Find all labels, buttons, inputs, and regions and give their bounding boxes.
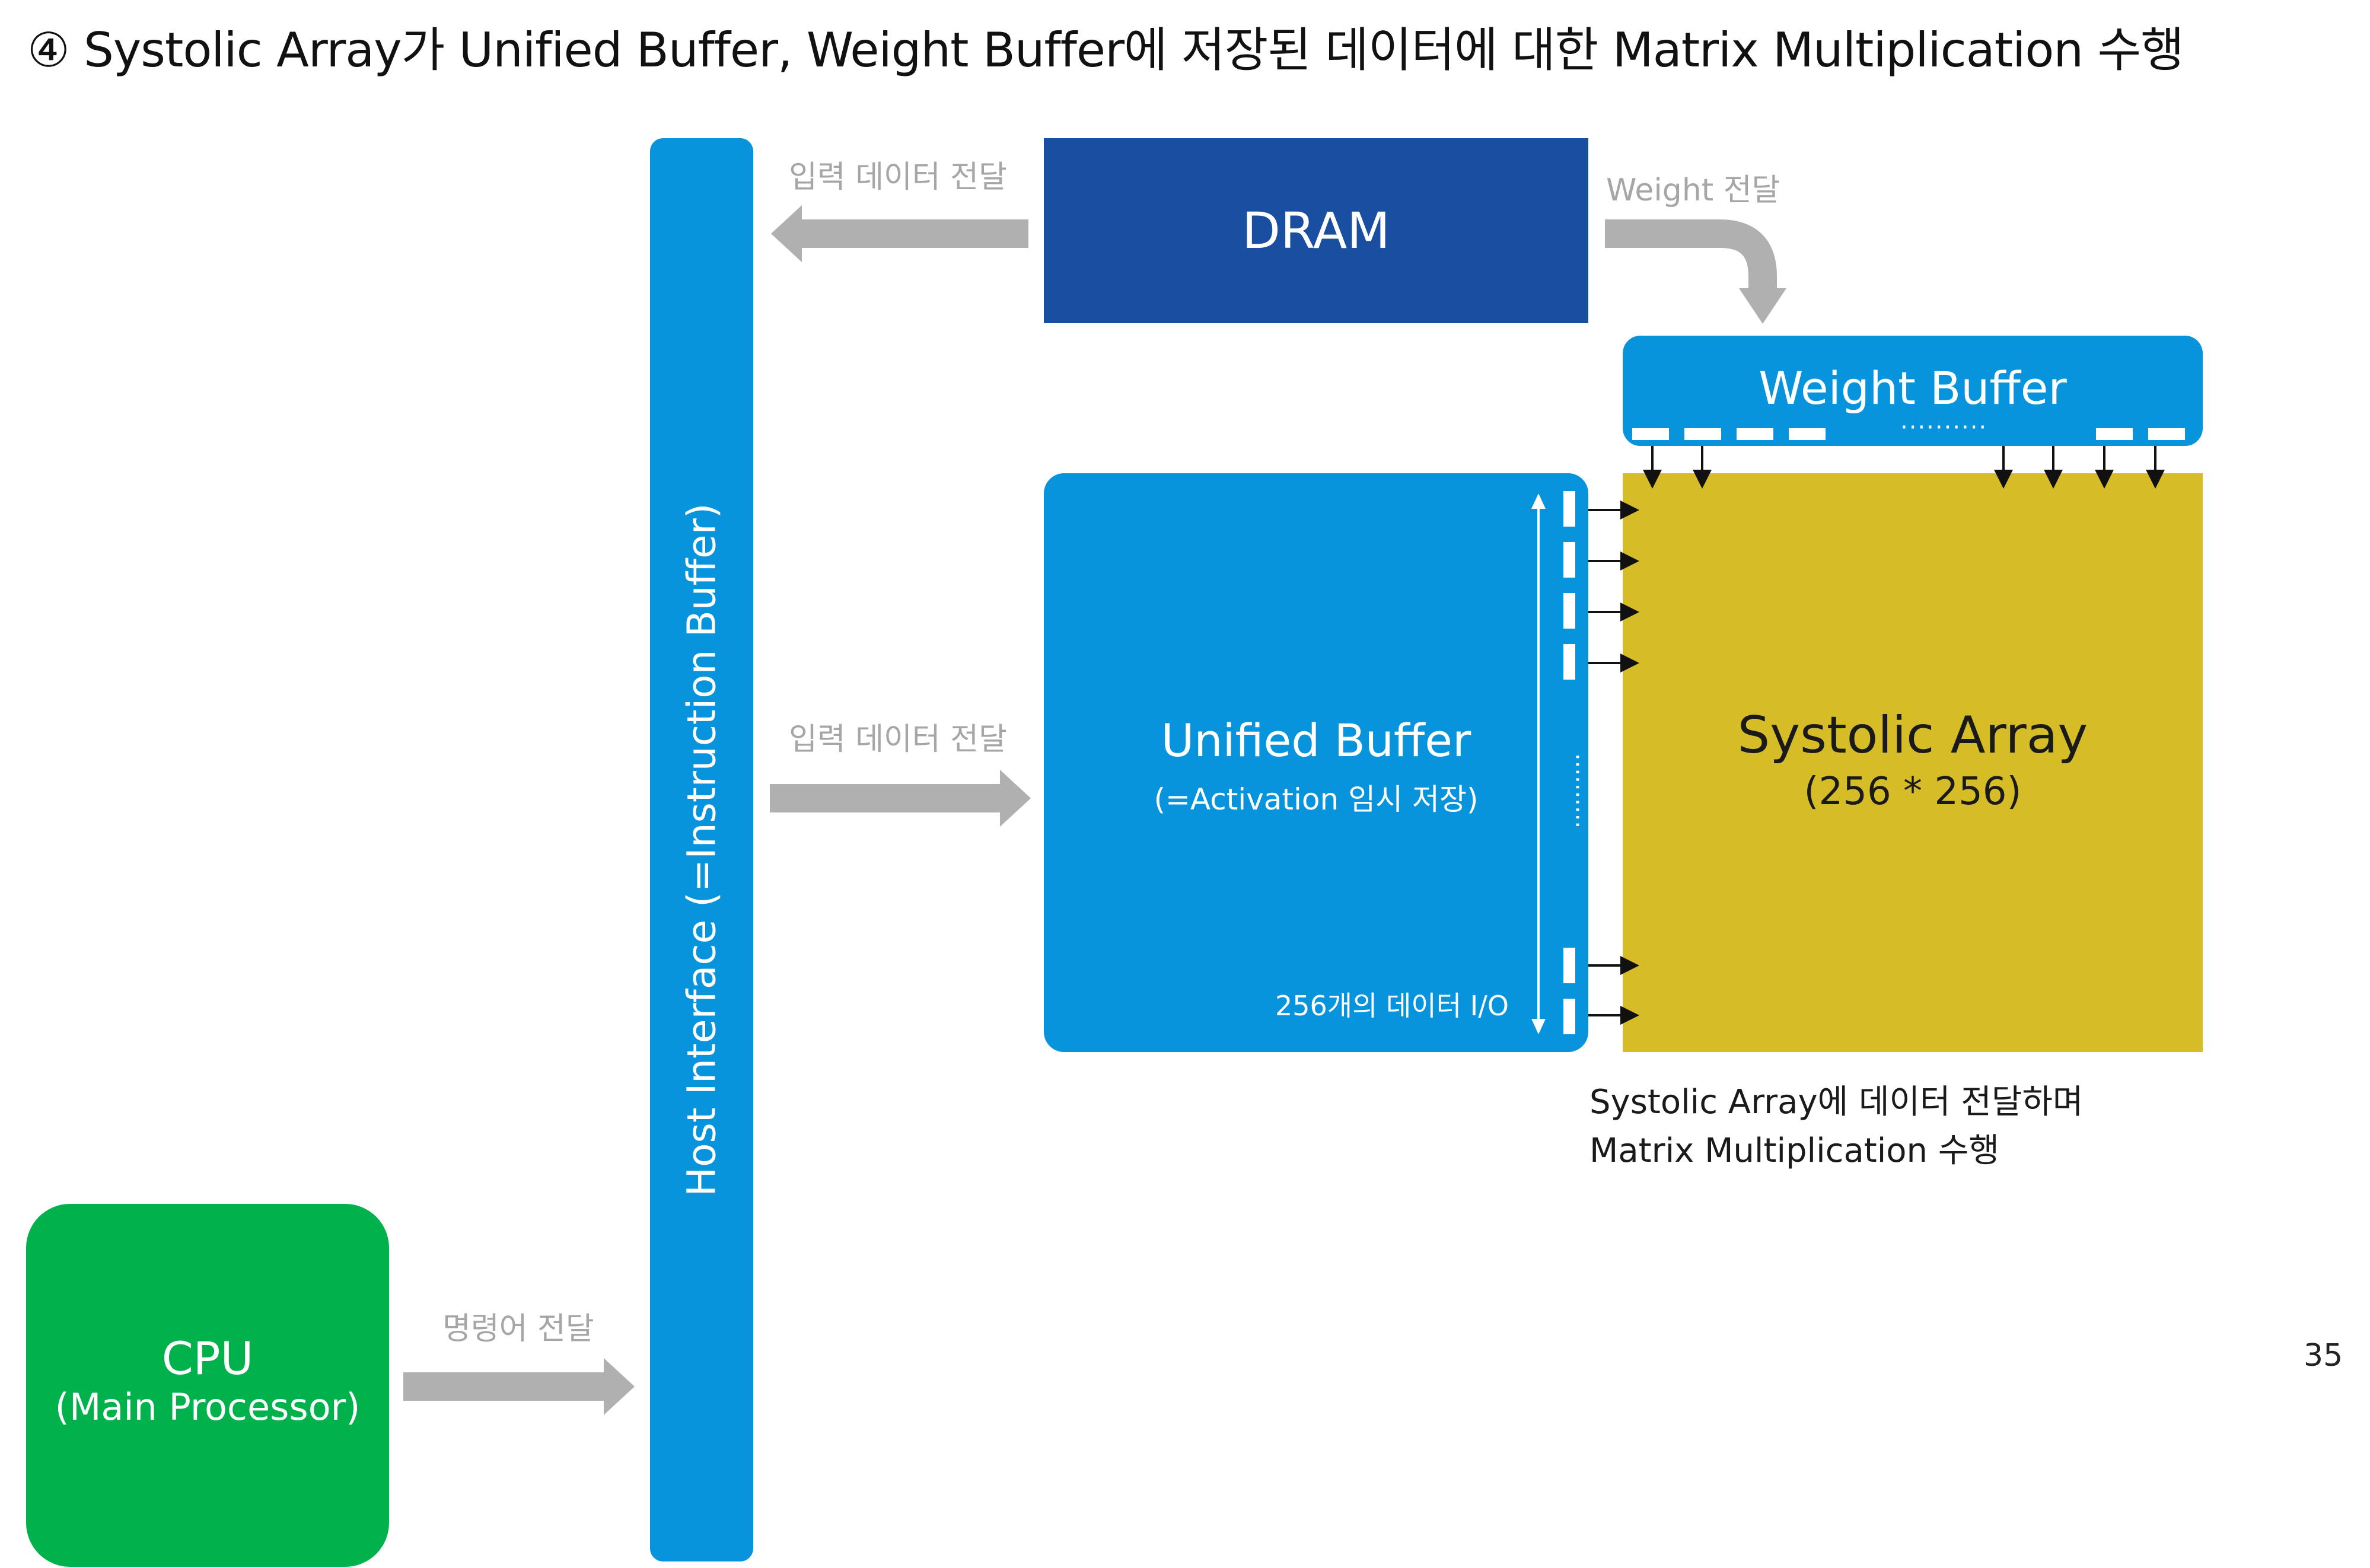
host-to-unified-arrow-label: 입력 데이터 전달 [789, 722, 1007, 757]
cpu-block: CPU (Main Processor) [26, 1204, 389, 1567]
activation-port [1563, 999, 1575, 1034]
cpu-label: CPU [161, 1332, 254, 1385]
weight-buffer-block: Weight Buffer ·········· [1623, 336, 2203, 446]
weight-port [1789, 428, 1826, 440]
unified-buffer-sublabel: (=Activation 임시 저장) [1154, 782, 1479, 817]
dram-to-host-arrow [771, 205, 1028, 262]
dram-block: DRAM [1044, 138, 1588, 323]
dram-to-host-arrow-label: 입력 데이터 전달 [789, 160, 1007, 195]
host-interface-block: Host Interface (=Instruction Buffer) [650, 138, 753, 1561]
cpu-to-host-arrow [403, 1358, 635, 1415]
activation-port [1563, 542, 1575, 578]
dram-to-weight-arrow [1605, 219, 1777, 291]
weight-buffer-label: Weight Buffer [1759, 362, 2067, 415]
cpu-to-host-arrow-label: 명령어 전달 [442, 1311, 594, 1347]
activation-port [1563, 593, 1575, 629]
cpu-sublabel: (Main Processor) [55, 1385, 361, 1429]
unified-buffer-block: Unified Buffer (=Activation 임시 저장) 256개의… [1044, 473, 1588, 1052]
unified-buffer-io-label: 256개의 데이터 I/O [1275, 990, 1509, 1022]
io-arrow-bottom-head [1531, 1019, 1546, 1034]
systolic-caption: Systolic Array에 데이터 전달하며 Matrix Multipli… [1589, 1078, 2083, 1175]
caption-line-1: Systolic Array에 데이터 전달하며 [1589, 1083, 2084, 1121]
activation-port [1563, 491, 1575, 527]
activation-port [1563, 948, 1575, 983]
host-to-unified-arrow [770, 770, 1031, 827]
weight-port [1737, 428, 1773, 440]
caption-line-2: Matrix Multiplication 수행 [1589, 1132, 1999, 1170]
weight-port [2148, 428, 2185, 440]
systolic-array-sublabel: (256 * 256) [1804, 770, 2022, 814]
dram-to-weight-arrowhead [1739, 288, 1786, 324]
weight-port [1632, 428, 1669, 440]
page-number: 35 [2304, 1338, 2343, 1373]
unified-port-ellipsis: ·········· [1563, 753, 1591, 828]
weight-port [2096, 428, 2133, 440]
systolic-array-block: Systolic Array (256 * 256) [1623, 473, 2203, 1052]
systolic-array-label: Systolic Array [1737, 706, 2088, 765]
unified-buffer-label: Unified Buffer [1161, 714, 1471, 767]
dram-to-weight-arrow-label: Weight 전달 [1606, 173, 1780, 208]
weight-port [1684, 428, 1721, 440]
dram-label: DRAM [1242, 202, 1390, 260]
activation-port [1563, 644, 1575, 680]
weight-port-ellipsis: ·········· [1900, 414, 1988, 441]
io-arrow-top-head [1531, 493, 1546, 509]
page-title: ④ Systolic Array가 Unified Buffer, Weight… [27, 23, 2184, 78]
